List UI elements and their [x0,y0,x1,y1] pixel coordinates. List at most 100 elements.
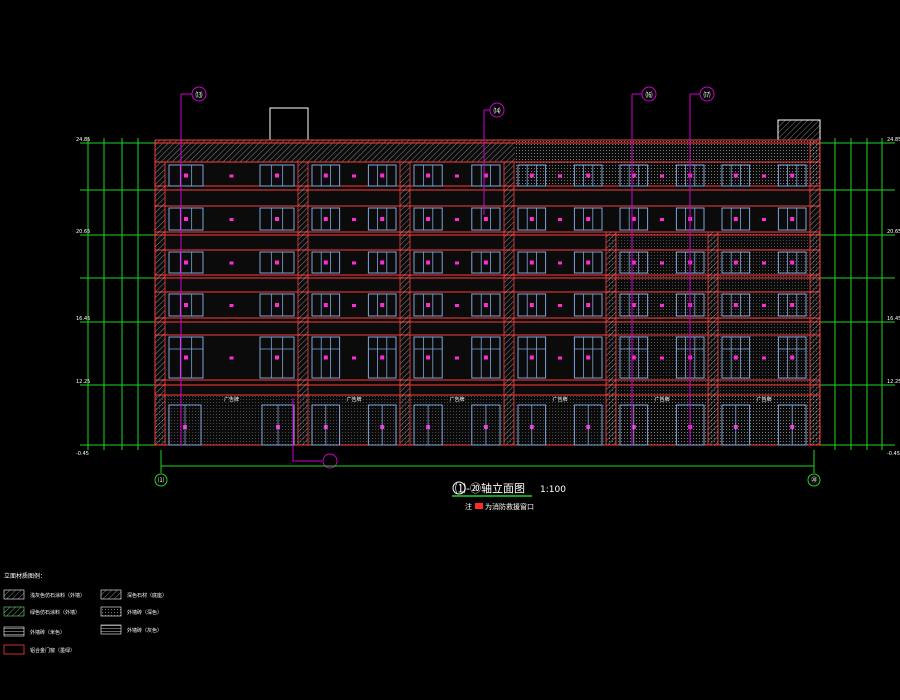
legend-item: 浅灰色仿石涂料（外墙） [30,592,85,599]
window-frame [777,207,807,231]
shop-sign-label: 广告牌 [756,396,771,403]
window-frame [168,293,204,317]
level-labels: 24.85 20.65 16.45 12.25 -0.45 24.85 20.6… [76,137,900,457]
window-frame [168,336,204,379]
bottom-dimension [154,450,821,487]
rescue-window-marker [229,218,234,221]
note-prefix: 注 [465,502,472,511]
legend-item: 外墙砖（灰色） [127,627,162,634]
axis-label: ⒄ [704,90,711,99]
windows [168,164,807,379]
rescue-window-marker [275,355,279,360]
window-frame [619,293,649,317]
window-frame [619,164,649,187]
window-frame [367,251,397,274]
rescue-window-marker [631,173,636,178]
window-frame [367,293,397,317]
window-frame [413,207,443,231]
rescue-window-marker [660,261,664,265]
rescue-window-marker [323,260,328,265]
window-frame [259,336,295,379]
window-frame [413,293,443,317]
rescue-window-marker [529,173,534,178]
window-frame [413,336,443,379]
rescue-window-marker [733,355,738,360]
window-frame [413,164,443,187]
shop-sign-label: 广告牌 [224,396,239,403]
rescue-window-marker [586,217,591,221]
rescue-window-marker [529,303,534,307]
rescue-window-marker [275,217,279,221]
window-frame [311,207,341,231]
rescue-window-marker [323,217,328,221]
level-label: 20.65 [76,229,90,235]
rescue-window-marker [483,173,488,178]
window-frame [367,207,397,231]
window-frame [259,207,295,231]
rescue-window-marker [558,218,562,221]
axis-label: ⑴ [158,476,164,484]
level-label: 12.25 [887,379,900,385]
window-frame [619,251,649,274]
rescue-window-marker [529,217,534,221]
rescue-window-marker [733,303,738,307]
legend-item: 外墙砖（米色） [30,629,65,636]
level-label: -0.45 [76,451,89,457]
rescue-window-marker [762,174,766,178]
level-label: 24.85 [887,137,900,143]
rescue-window-marker [323,173,328,178]
rescue-window-marker [455,356,459,360]
window-frame [517,336,547,379]
rescue-window-marker [455,304,459,307]
legend-item: 绿色仿石涂料（外墙） [30,609,80,616]
rescue-window-marker [323,303,328,307]
level-label: 20.65 [887,229,900,235]
rescue-window-marker [352,218,356,221]
rescue-window-marker [762,304,766,307]
window-frame [517,207,547,231]
window-frame [573,293,603,317]
top-axes [180,86,715,469]
legend-item: 铝合金门窗（墨绿） [30,647,75,654]
axis-label: ⒁ [494,106,501,115]
window-frame [168,164,204,187]
axis-label: ⒃ [646,90,653,99]
rescue-window-marker [631,217,636,221]
rescue-window-marker [275,173,279,178]
legend-item: 外墙砖（深色） [127,609,162,616]
window-frame [573,251,603,274]
window-frame [721,207,751,231]
window-frame [311,251,341,274]
title-axes: ⑴-⑳轴立面图 [455,481,525,495]
rescue-window-marker [455,218,459,221]
window-frame [721,336,751,379]
roof-structures [269,107,821,141]
window-frame [721,251,751,274]
window-frame [471,207,501,231]
window-frame [259,164,295,187]
level-label: 12.25 [76,379,90,385]
rescue-window-marker [352,356,356,360]
window-frame [471,164,501,187]
rescue-window-marker [229,304,234,307]
note-text: 为消防救援窗口 [485,502,534,511]
bottom-axis-labels: ⑴ ⑳ [158,476,817,484]
rescue-window-marker [660,304,664,307]
rescue-window-marker [558,261,562,265]
rescue-window-marker [558,356,562,360]
window-frame [517,293,547,317]
rescue-window-marker [229,261,234,265]
material-legend: 立面材质图例： 浅灰色仿石涂料（外墙） 绿色仿石涂料（外墙） 外墙砖（米色） 铝… [3,572,167,655]
rescue-window-marker [790,355,795,360]
rescue-window-marker [529,355,534,360]
rescue-window-marker [660,356,664,360]
rescue-window-marker [426,355,431,360]
rescue-window-marker [762,356,766,360]
rescue-window-marker [660,174,664,178]
drawing-title: ⑴-⑳轴立面图 1:100 注 为消防救援窗口 [452,481,566,511]
rescue-window-marker [762,218,766,221]
axis-label: ⑳ [811,476,817,484]
axis-label: ⒀ [196,90,203,99]
window-frame [259,251,295,274]
